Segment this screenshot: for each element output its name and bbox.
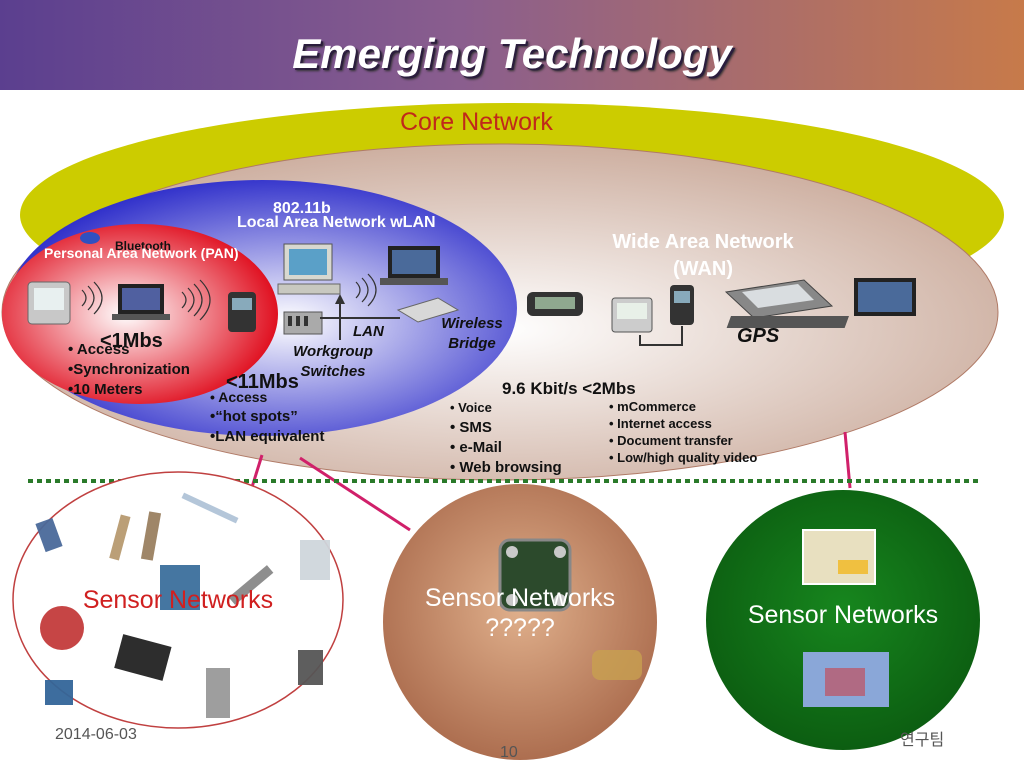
wan-label: Wide Area Network (WAN) [590, 229, 816, 283]
wireless-bridge-icon [396, 297, 460, 323]
wan-feature-mcommerce: • mCommerce [609, 399, 696, 414]
sensor-networks-left-label: Sensor Networks [82, 586, 274, 614]
connector-right [843, 431, 852, 489]
footer-page-number: 10 [500, 744, 518, 761]
pan-features: • Access •Synchronization •10 Meters [68, 340, 190, 400]
wan-feature-video: • Low/high quality video [609, 450, 758, 465]
bluetooth-label: Bluetooth [115, 239, 171, 253]
workgroup-line2: Switches [300, 363, 366, 380]
gps-device-icon [724, 279, 834, 319]
wan-feature-voice: • Voice [450, 400, 492, 415]
sensor-networks-middle-label: Sensor Networks ????? [390, 583, 650, 643]
wan-feature-email: • e-Mail [450, 439, 502, 456]
pager-icon [527, 292, 583, 316]
title-bar [0, 0, 1024, 90]
laptop-wan-icon [726, 278, 916, 328]
bridge-line2: Bridge [448, 335, 496, 352]
wireless-waves-wlan [355, 273, 377, 307]
wan-features-right: • mCommerce • Internet access • Document… [609, 398, 757, 466]
sensor-circle-right [706, 490, 980, 750]
footer-organization: 연구팀 [900, 732, 945, 749]
pan-feature-range: •10 Meters [68, 381, 143, 398]
pda-device-icon [27, 281, 71, 325]
sensor-picture-top [802, 529, 876, 585]
wan-feature-document: • Document transfer [609, 433, 733, 448]
mobile-phone-wan-icon [670, 285, 694, 325]
handheld-terminal-icon [611, 297, 653, 333]
sensor-components [35, 492, 330, 718]
wlan-features: • Access •“hot spots” •LAN equivalent [210, 387, 324, 447]
sensor-middle-line2: ????? [485, 614, 555, 642]
bluetooth-logo-icon [80, 232, 100, 244]
ring-device [498, 538, 642, 680]
pan-feature-sync: •Synchronization [68, 361, 190, 378]
bridge-line1: Wireless [441, 315, 503, 332]
pan-speed: <1Mbs [100, 330, 163, 352]
wlan-speed: <11Mbs [226, 371, 299, 393]
laptop-wlan-icon [380, 246, 448, 285]
pan-feature-access: • Access [68, 341, 130, 358]
wireless-bridge-label: Wireless Bridge [436, 314, 508, 354]
connector-middle [299, 456, 411, 532]
wan-label-line1: Wide Area Network [612, 231, 794, 253]
laptop-pan-icon [112, 284, 170, 320]
wan-feature-internet: • Internet access [609, 416, 712, 431]
wlan-feature-hotspots: •“hot spots” [210, 408, 298, 425]
footer-date: 2014-06-03 [55, 726, 137, 743]
wan-feature-sms: • SMS [450, 419, 492, 436]
wan-label-line2: (WAN) [673, 258, 733, 280]
sensor-middle-line1: Sensor Networks [424, 584, 616, 612]
workgroup-line1: Workgroup [293, 343, 373, 360]
wlan-standard: 802.11b [273, 200, 331, 217]
sensor-networks-right-label: Sensor Networks [747, 601, 939, 629]
sensor-circle-middle [383, 484, 657, 760]
gps-label: GPS [737, 325, 780, 347]
wan-features-left: • Voice • SMS • e-Mail • Web browsing [450, 398, 562, 478]
core-network-label: Core Network [400, 108, 553, 136]
workgroup-switches-label: Workgroup Switches [288, 342, 378, 382]
workgroup-switch-icon [283, 311, 323, 335]
pan-label: Personal Area Network (PAN) [44, 245, 239, 261]
lan-label: LAN [353, 323, 384, 340]
wan-speed: 9.6 Kbit/s <2Mbs [502, 379, 636, 398]
phone-pan-icon [228, 292, 256, 332]
slide-title: Emerging Technology [292, 30, 732, 77]
wlan-feature-lan: •LAN equivalent [210, 428, 325, 445]
wan-feature-web: • Web browsing [450, 459, 562, 476]
wlan-feature-access: • Access [210, 389, 268, 405]
wlan-label: Local Area Network wLAN [237, 214, 436, 231]
desktop-computer-icon [277, 243, 341, 295]
wireless-waves-pan [81, 279, 211, 321]
